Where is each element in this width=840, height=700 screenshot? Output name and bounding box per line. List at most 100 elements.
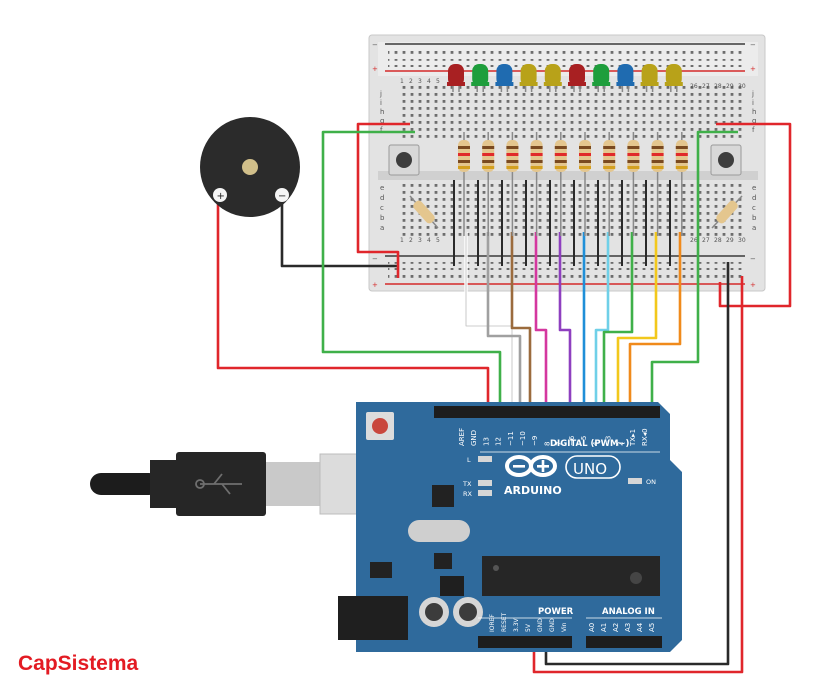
- led-blue: [616, 64, 635, 92]
- row-letter: e: [380, 184, 384, 192]
- on-label: ON: [646, 478, 656, 486]
- row-letter: h: [752, 108, 756, 116]
- column-number: 4: [427, 78, 431, 85]
- power-pin-label: 3.3V: [513, 617, 520, 632]
- wire-black-buzzer: [280, 200, 398, 268]
- led-olive: [640, 64, 659, 92]
- led-label-rx: RX: [463, 490, 473, 498]
- resistor: [675, 132, 688, 236]
- digital-pin-label: RX◂0: [641, 428, 649, 446]
- wire-magenta-1: [534, 232, 548, 410]
- wire-orange: [628, 232, 682, 410]
- column-number: 3: [418, 78, 422, 85]
- wire-brown: [510, 232, 532, 410]
- digital-pin-label: ~5: [580, 436, 588, 446]
- digital-pin-label: ~3: [604, 436, 612, 446]
- breadboard: [368, 34, 766, 292]
- rail-plus-label: +: [372, 65, 378, 73]
- digital-pin-label: TX▸1: [629, 429, 637, 447]
- column-number: 2: [409, 237, 413, 244]
- column-number: 3: [418, 237, 422, 244]
- column-number: 29: [726, 237, 734, 244]
- led-olive: [664, 64, 683, 92]
- led-olive: [543, 64, 562, 92]
- led-olive: [519, 64, 538, 92]
- analog-header-label: ANALOG IN: [602, 607, 655, 617]
- analog-pin-label: A1: [600, 623, 608, 632]
- row-letter: i: [380, 99, 382, 107]
- wire-cyan: [594, 232, 610, 410]
- rail-plus-label: +: [750, 65, 756, 73]
- row-letter: a: [752, 224, 756, 232]
- row-letter: d: [380, 194, 384, 202]
- buzzer-minus-label: −: [278, 191, 286, 202]
- column-number: 2: [409, 78, 413, 85]
- led-row: [447, 64, 683, 92]
- resistor: [554, 132, 567, 236]
- resistor: [506, 132, 519, 236]
- rail-minus-label: −: [750, 41, 756, 49]
- digital-pin-label: 7: [556, 442, 564, 446]
- digital-pin-label: 2: [617, 442, 625, 446]
- resistor: [603, 132, 616, 236]
- row-letter: g: [380, 117, 384, 125]
- resistor-row: [458, 132, 688, 236]
- column-number: 1: [400, 237, 404, 244]
- arduino-text: ARDUINO UNO DIGITAL (PWM~) POWER ANALOG …: [462, 439, 662, 619]
- row-letter: c: [752, 204, 756, 212]
- digital-pin-label: AREF: [458, 428, 466, 446]
- column-number: 26: [690, 83, 698, 90]
- resistor: [482, 132, 495, 236]
- digital-pin-label: 13: [482, 437, 490, 446]
- rail-minus-label: −: [372, 41, 378, 49]
- resistor: [579, 132, 591, 236]
- column-number: 29: [726, 83, 734, 90]
- analog-pin-label: A3: [624, 623, 632, 632]
- digital-pin-label: ~9: [531, 436, 539, 446]
- digital-header-label: DIGITAL (PWM~): [550, 439, 630, 449]
- row-letter: a: [380, 224, 384, 232]
- row-letter: g: [752, 117, 756, 125]
- row-letter: e: [752, 184, 756, 192]
- column-number: 28: [714, 83, 722, 90]
- brand-label: CapSistema: [18, 652, 139, 675]
- analog-pin-label: A0: [588, 623, 596, 632]
- wire-grey: [486, 232, 522, 410]
- led-blue: [495, 64, 514, 92]
- wire-red-right: [716, 122, 792, 308]
- breadboard-labels: − + − + − + − +: [372, 41, 756, 289]
- power-pin-label: IOREF: [489, 614, 496, 632]
- push-button-left[interactable]: [388, 144, 420, 176]
- power-pin-label: Vin: [561, 622, 568, 632]
- rail-minus-label: −: [750, 255, 756, 263]
- power-pin-label: 5V: [525, 623, 532, 632]
- wire-green-right: [650, 130, 738, 410]
- button-resistor-right: [711, 195, 743, 229]
- row-letter: i: [752, 99, 754, 107]
- analog-pin-label: A5: [648, 623, 656, 632]
- wire-green-left: [321, 130, 502, 410]
- power-pin-label: GND: [549, 618, 556, 632]
- row-letter: b: [752, 214, 757, 222]
- analog-pin-label: A4: [636, 622, 644, 632]
- digital-pin-label: ~11: [507, 431, 515, 446]
- row-letter: j: [379, 90, 382, 98]
- push-button-right[interactable]: [710, 144, 742, 176]
- buzzer-plus-label: +: [217, 191, 225, 202]
- led-red: [568, 64, 586, 92]
- wire-green-3: [602, 232, 634, 410]
- arduino-logo-text: ARDUINO: [504, 484, 562, 497]
- rail-minus-label: −: [372, 255, 378, 263]
- wire-red-buzzer: [216, 200, 490, 410]
- arduino-logo-icon: [505, 455, 557, 477]
- column-number: 30: [738, 237, 746, 244]
- row-letter: c: [380, 204, 384, 212]
- led-green: [592, 64, 611, 92]
- piezo-buzzer: + −: [200, 117, 300, 217]
- column-number: 26: [690, 237, 698, 244]
